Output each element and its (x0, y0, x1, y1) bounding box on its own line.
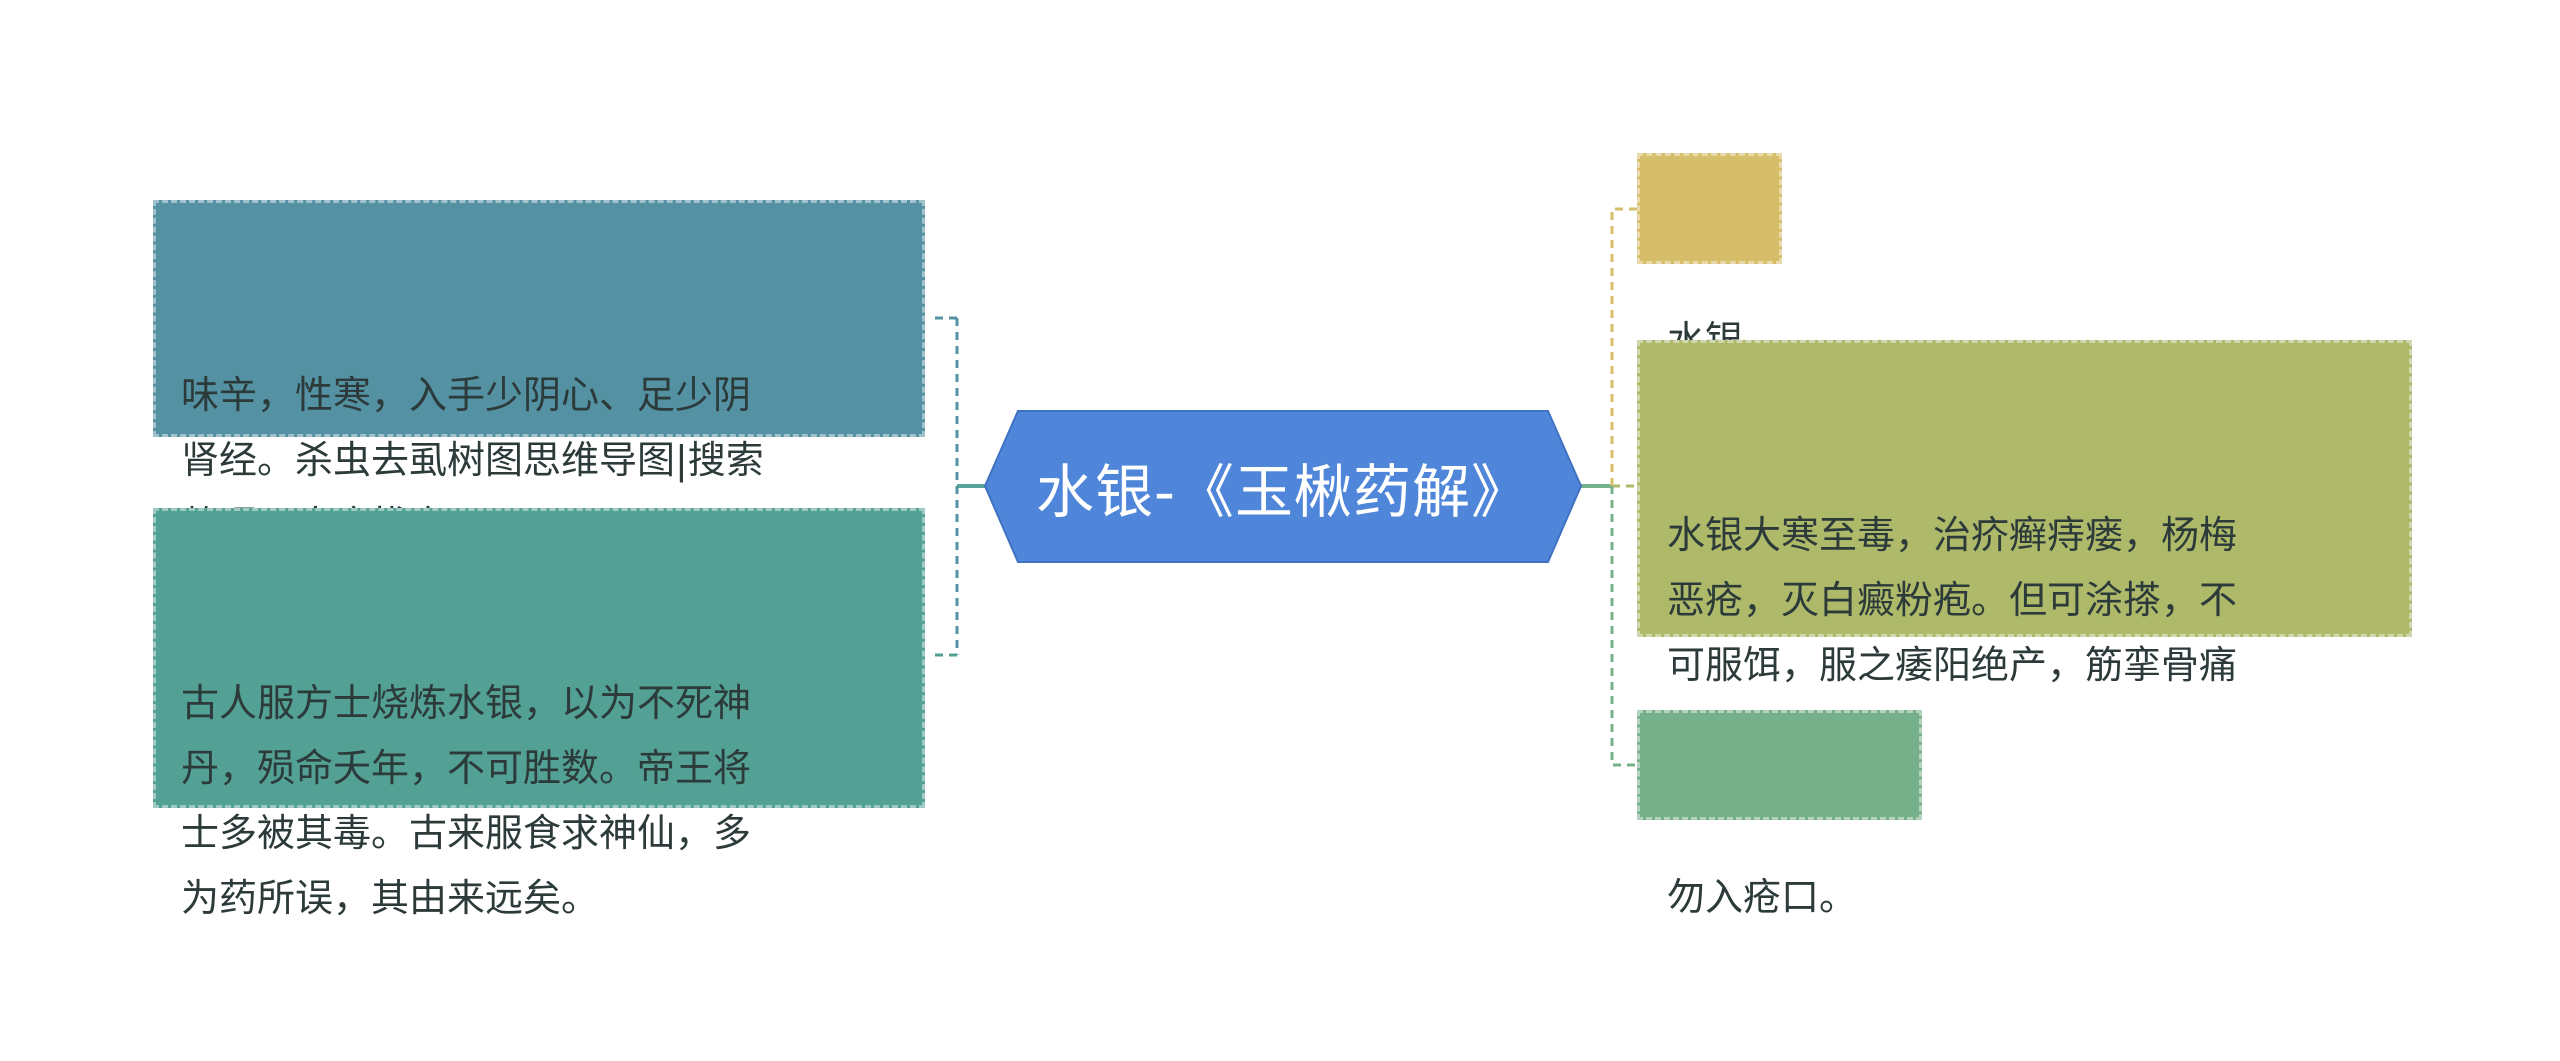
right-bottom-connector (1610, 486, 1637, 767)
connector-layer (930, 207, 1637, 767)
right-node-usage-text: 水银大寒至毒，治疥癣痔瘘，杨梅 恶疮，灭白癜粉疱。但可涂搽，不 可服饵，服之痿阳… (1667, 513, 2238, 752)
right-node-name[interactable]: 水银 (1637, 153, 1782, 362)
right-node-usage[interactable]: 水银大寒至毒，治疥癣痔瘘，杨梅 恶疮，灭白癜粉疱。但可涂搽，不 可服饵，服之痿阳… (1637, 340, 2412, 752)
center-node-title[interactable]: 水银-《玉楸药解》 (1036, 457, 1530, 526)
right-node-caution-text: 勿入疮口。 (1667, 875, 1858, 919)
left-node-history-text: 古人服方士烧炼水银，以为不死神 丹，殒命夭年，不可胜数。帝王将 士多被其毒。古来… (181, 681, 752, 920)
center-node-shape (983, 410, 1583, 563)
right-node-caution[interactable]: 勿入疮口。 (1637, 710, 1922, 919)
left-node-history[interactable]: 古人服方士烧炼水银，以为不死神 丹，殒命夭年，不可胜数。帝王将 士多被其毒。古来… (153, 508, 925, 920)
left-node-properties[interactable]: 味辛，性寒，入手少阴心、足少阴 肾经。杀虫去虱树图思维导图|搜索 整理，止痛拔毒… (153, 200, 925, 547)
mind-map-canvas: 水银-《玉楸药解》 味辛，性寒，入手少阴心、足少阴 肾经。杀虫去虱树图思维导图|… (153, 153, 2412, 920)
right-top-connector (1610, 207, 1637, 486)
